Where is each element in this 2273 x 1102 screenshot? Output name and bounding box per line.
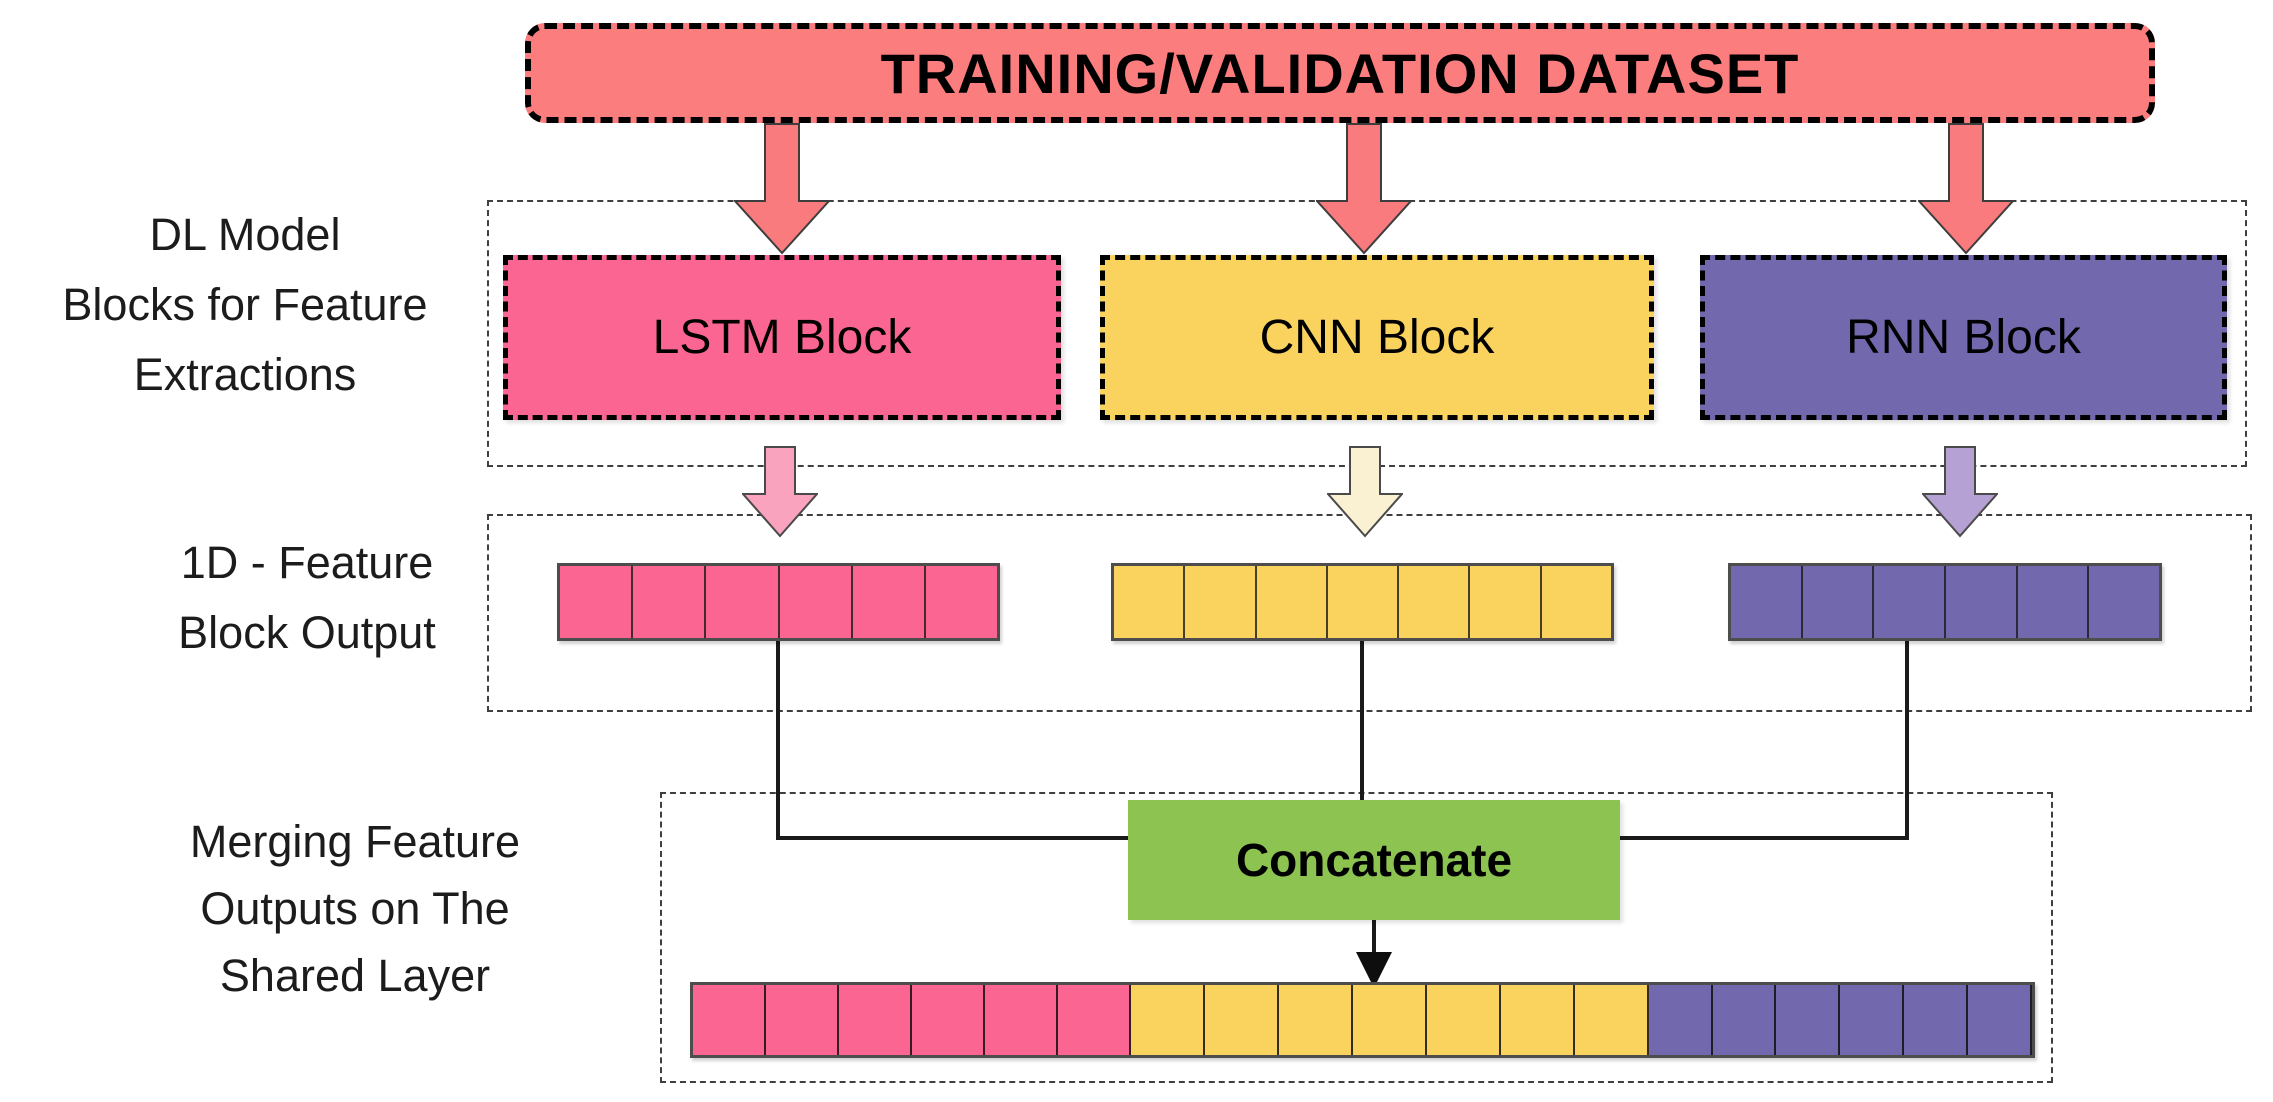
label-dl-model-blocks: DL Model Blocks for Feature Extractions <box>20 200 470 410</box>
feature-cell <box>1840 985 1905 1055</box>
feature-cell <box>1874 566 1947 638</box>
feature-cell <box>912 985 985 1055</box>
lstm-block-label: LSTM Block <box>652 311 912 364</box>
feature-cell <box>1968 985 2032 1055</box>
feature-cell <box>1541 566 1611 638</box>
feature-cell <box>1114 566 1186 638</box>
wire-lstm-to-concat-vertical <box>776 639 780 840</box>
label-line: Blocks for Feature <box>62 279 428 330</box>
concatenate-box: Concatenate <box>1128 800 1620 920</box>
merged-lstm-section <box>693 985 1131 1055</box>
feature-cell <box>1131 985 1205 1055</box>
feature-cell <box>1731 566 1803 638</box>
training-validation-dataset-box: TRAINING/VALIDATION DATASET <box>525 23 2155 123</box>
cnn-block: CNN Block <box>1100 255 1654 420</box>
feature-cell <box>1712 985 1777 1055</box>
feature-cell <box>779 566 853 638</box>
wire-lstm-to-concat-horizontal <box>776 836 1132 840</box>
label-line: Block Output <box>178 607 436 658</box>
concatenate-label: Concatenate <box>1235 834 1513 886</box>
cnn-feature-bar <box>1111 563 1614 641</box>
feature-cell <box>1470 566 1542 638</box>
title-text: TRAINING/VALIDATION DATASET <box>880 41 1800 105</box>
label-line: Merging Feature <box>189 816 521 867</box>
merged-rnn-section <box>1648 985 2032 1055</box>
feature-cell <box>1058 985 1131 1055</box>
feature-cell <box>1327 566 1400 638</box>
feature-cell <box>1802 566 1875 638</box>
feature-cell <box>852 566 926 638</box>
feature-cell <box>1776 985 1841 1055</box>
arrow-dataset-to-cnn-icon <box>1316 123 1412 255</box>
feature-cell <box>2089 566 2160 638</box>
wire-concat-to-merged-bar <box>1372 918 1376 956</box>
arrow-cnn-output-icon <box>1327 446 1403 538</box>
arrow-rnn-output-icon <box>1922 446 1998 538</box>
lstm-block: LSTM Block <box>503 255 1061 420</box>
rnn-block-label: RNN Block <box>1846 311 2081 364</box>
feature-cell <box>1946 566 2018 638</box>
feature-cell <box>1399 566 1471 638</box>
feature-cell <box>1352 985 1427 1055</box>
feature-cell <box>839 985 912 1055</box>
feature-cell <box>1204 985 1279 1055</box>
label-line: DL Model <box>149 209 341 260</box>
feature-cell <box>985 985 1058 1055</box>
feature-cell <box>1278 985 1353 1055</box>
feature-cell <box>633 566 707 638</box>
label-merging-outputs: Merging Feature Outputs on The Shared La… <box>130 808 580 1009</box>
lstm-feature-bar <box>557 563 1000 641</box>
merged-feature-bar <box>690 982 2035 1058</box>
wire-cnn-to-concat <box>1360 639 1364 804</box>
merged-cnn-section <box>1131 985 1649 1055</box>
cnn-block-label: CNN Block <box>1259 311 1495 364</box>
label-line: Extractions <box>133 349 357 400</box>
label-line: 1D - Feature <box>180 537 434 588</box>
feature-cell <box>1500 985 1575 1055</box>
rnn-block: RNN Block <box>1700 255 2227 420</box>
feature-cell <box>925 566 998 638</box>
merging-layer-container <box>660 792 2053 1083</box>
wire-rnn-to-concat-vertical <box>1905 639 1909 840</box>
feature-cell <box>2017 566 2090 638</box>
wire-rnn-to-concat-horizontal <box>1616 836 1909 840</box>
feature-cell <box>560 566 634 638</box>
rnn-feature-bar <box>1728 563 2162 641</box>
label-line: Outputs on The <box>200 883 510 934</box>
feature-cell <box>706 566 780 638</box>
label-line: Shared Layer <box>219 950 491 1001</box>
label-1d-feature-output: 1D - Feature Block Output <box>82 528 532 668</box>
feature-cell <box>766 985 839 1055</box>
arrow-dataset-to-lstm-icon <box>734 123 830 255</box>
feature-cell <box>1904 985 1969 1055</box>
feature-cell <box>1256 566 1328 638</box>
feature-cell <box>1426 985 1501 1055</box>
feature-cell <box>693 985 766 1055</box>
arrow-dataset-to-rnn-icon <box>1918 123 2014 255</box>
feature-cell <box>1648 985 1713 1055</box>
arrow-lstm-output-icon <box>742 446 818 538</box>
feature-cell <box>1185 566 1257 638</box>
feature-cell <box>1574 985 1649 1055</box>
